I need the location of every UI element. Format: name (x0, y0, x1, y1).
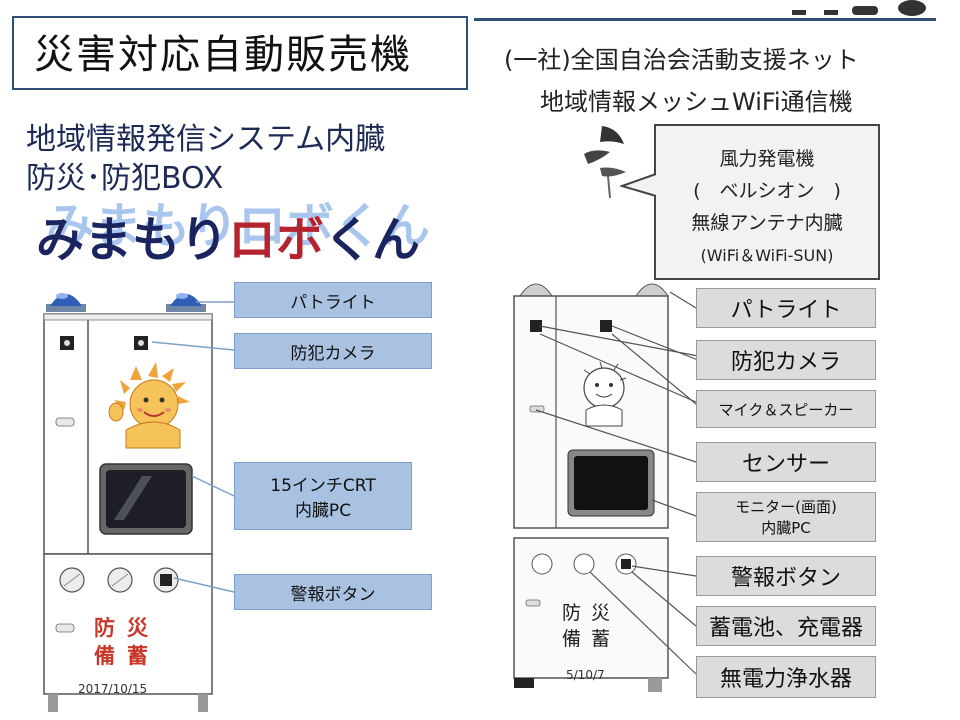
right-callout-patrol-light: パトライト (696, 288, 876, 328)
camera-left-icon (60, 336, 74, 350)
scan-panel-char-4: 蓄 (591, 628, 621, 650)
logo-part1: みまもり (36, 212, 228, 268)
top-edge-fragment (792, 0, 926, 16)
logo-part3: くん (324, 212, 420, 268)
subtitle-line-1: 地域情報発信システム内臓 (26, 122, 386, 157)
patrol-light-left-icon (46, 293, 86, 312)
right-callout-security-camera: 防犯カメラ (696, 340, 876, 380)
scan-alarm-button-icon (615, 553, 637, 575)
round-button-1-icon (59, 567, 85, 593)
title-box (12, 16, 468, 90)
right-title-line-2: 地域情報メッシュWiFi通信機 (540, 88, 853, 116)
subtitle-line-2: 防災･防犯BOX (26, 161, 224, 196)
patrol-light-right-icon (166, 293, 206, 312)
scan-camera-left-icon (530, 320, 542, 332)
scan-panel-char-2: 災 (591, 602, 621, 624)
logo-text: みまもりロボくん (36, 212, 420, 268)
left-callout-patrol-light: パトライト (234, 282, 432, 318)
right-leader-lines (535, 291, 699, 675)
panel-char-1: 防 (94, 616, 127, 640)
panel-char-3: 備 (94, 644, 127, 668)
balloon-pointer (620, 173, 657, 197)
wind-turbine-icon (584, 126, 626, 199)
page-title: 災害対応自動販売機 (34, 32, 412, 78)
scan-button-1-icon (531, 553, 553, 575)
scan-panel-char-3: 備 (562, 628, 592, 650)
balloon-line-4: (WiFi＆WiFi-SUN) (700, 246, 834, 265)
right-callout-battery-charger: 蓄電池、充電器 (696, 606, 876, 646)
balloon-line-3: 無線アンテナ内臓 (691, 212, 843, 234)
left-callout-crt-pc: 15インチCRT 内臓PC (234, 462, 412, 530)
left-callout-security-camera: 防犯カメラ (234, 333, 432, 369)
panel-char-4: 蓄 (127, 644, 160, 668)
round-button-2-icon (107, 567, 133, 593)
lower-lock-icon (55, 623, 75, 633)
top-rule (474, 18, 936, 21)
logo-shadow-part1: みまもり (46, 200, 238, 254)
right-callout-mic-speaker: マイク＆スピーカー (696, 390, 876, 428)
right-callout-sensor: センサー (696, 442, 876, 482)
wind-generator-balloon: 風力発電機 ( ベルシオン ) 無線アンテナ内臓 (WiFi＆WiFi-SUN) (654, 124, 880, 280)
logo-part2: ロボ (228, 212, 324, 268)
right-title-line-1: (一社)全国自治会活動支援ネット (504, 46, 859, 74)
mimamori-robo-kun-logo: みまもりロボくん みまもりロボくん (36, 200, 430, 268)
right-callout-monitor-pc: モニター(画面) 内臓PC (696, 492, 876, 542)
scan-camera-icon (600, 320, 612, 332)
panel-char-2: 災 (127, 616, 160, 640)
right-callout-water-purifier: 無電力浄水器 (696, 656, 876, 698)
right-callout-alarm-button: 警報ボタン (696, 556, 876, 596)
alarm-button-icon (153, 567, 179, 593)
scan-button-2-icon (573, 553, 595, 575)
bosai-panel-row1: 防災 (94, 612, 160, 642)
crt-monitor-icon (99, 463, 193, 535)
sun-mascot-icon (108, 362, 190, 449)
scan-bosai-row2: 備蓄 (562, 624, 620, 651)
logo-shadow-part2: ロボ (238, 200, 334, 254)
security-camera-icon (134, 336, 148, 350)
left-callout-alarm-button: 警報ボタン (234, 574, 432, 610)
scan-sun-mascot-icon (583, 361, 627, 427)
scan-monitor-icon (567, 449, 655, 517)
balloon-line-1: 風力発電機 (719, 148, 815, 170)
bosai-panel-row2: 備蓄 (94, 640, 160, 670)
vending-machine-illustration (43, 293, 213, 712)
scan-bosai-row1: 防災 (562, 598, 620, 625)
right-date-stamp: 5/10/7 (566, 668, 605, 682)
left-date-stamp: 2017/10/15 (78, 682, 148, 696)
logo-shadow-part3: くん (334, 200, 430, 254)
logo-shadow: みまもりロボくん (46, 200, 430, 254)
side-lock-icon (55, 417, 75, 427)
scan-panel-char-1: 防 (562, 602, 592, 624)
left-leader-lines (151, 301, 235, 593)
scanned-machine-sketch (513, 283, 669, 692)
balloon-line-2: ( ベルシオン ) (693, 180, 841, 202)
